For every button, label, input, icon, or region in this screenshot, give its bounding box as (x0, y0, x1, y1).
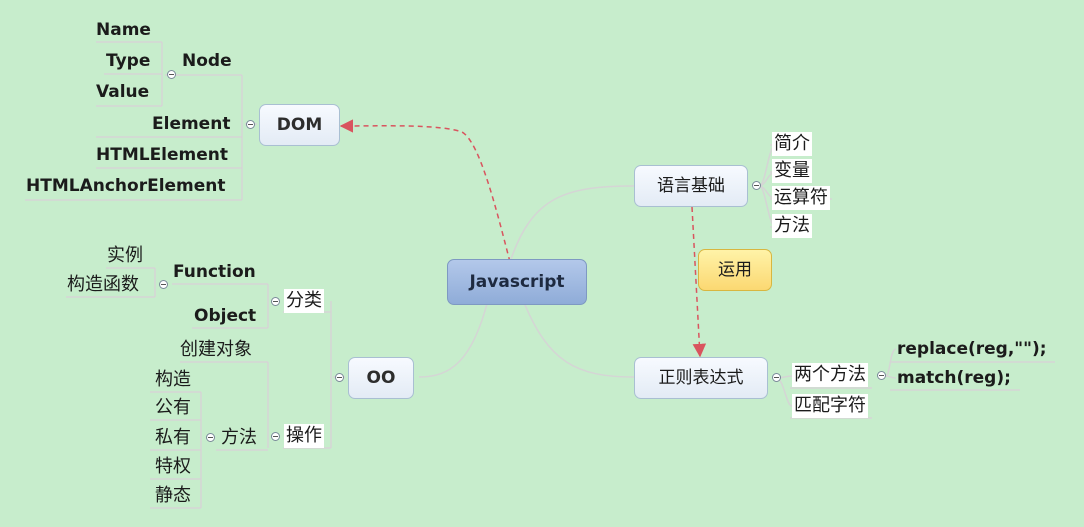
underline-dom (25, 74, 242, 201)
link-dom-spine (241, 75, 257, 200)
topic-oo[interactable]: OO (348, 357, 414, 399)
topic-match-chars[interactable]: 匹配字符 (792, 394, 868, 418)
topic-operator[interactable]: 运算符 (772, 186, 830, 210)
link-regex-match (775, 377, 793, 407)
topic-node[interactable]: Node (182, 51, 232, 71)
collapse-classify-icon[interactable] (271, 297, 280, 306)
relation-basics-regex (691, 206, 707, 358)
topic-privileged[interactable]: 特权 (155, 456, 191, 477)
root-topic[interactable]: Javascript (447, 259, 587, 305)
topic-static[interactable]: 静态 (155, 485, 191, 506)
link-root-oo (418, 299, 489, 378)
underline-regex (790, 387, 872, 419)
underline-function (66, 267, 156, 298)
link-root-basics (509, 185, 635, 263)
underline-methods-oo (150, 391, 202, 509)
topic-dom[interactable]: DOM (259, 104, 340, 146)
topic-replace[interactable]: replace(reg,""); (897, 339, 1047, 359)
collapse-basics-icon[interactable] (752, 181, 761, 190)
note-apply[interactable]: 运用 (698, 249, 772, 291)
collapse-operate-icon[interactable] (271, 432, 280, 441)
link-root-regex (522, 299, 635, 378)
link-methods-match (885, 375, 897, 379)
topic-element[interactable]: Element (152, 114, 231, 134)
topic-name[interactable]: Name (96, 20, 151, 40)
underline-methods (890, 361, 1055, 391)
topic-method[interactable]: 方法 (772, 214, 812, 238)
collapse-two-methods-icon[interactable] (877, 371, 886, 380)
underline-node (96, 41, 163, 107)
collapse-oo-icon[interactable] (335, 373, 344, 382)
underline-operate (180, 361, 269, 451)
topic-operate[interactable]: 操作 (284, 424, 324, 448)
topic-classify[interactable]: 分类 (284, 289, 324, 313)
collapse-node-icon[interactable] (167, 70, 176, 79)
topic-instance[interactable]: 实例 (107, 245, 143, 266)
underline-classify (172, 283, 269, 329)
topic-language-basics[interactable]: 语言基础 (634, 165, 748, 207)
relation-root-dom (339, 119, 511, 263)
topic-intro[interactable]: 简介 (772, 132, 812, 156)
collapse-regex-icon[interactable] (772, 373, 781, 382)
topic-object[interactable]: Object (194, 306, 257, 326)
topic-methods-oo[interactable]: 方法 (221, 427, 257, 448)
collapse-function-icon[interactable] (159, 280, 168, 289)
collapse-methods-oo-icon[interactable] (206, 433, 215, 442)
topic-private[interactable]: 私有 (155, 427, 191, 448)
topic-construct[interactable]: 构造 (155, 369, 191, 390)
topic-function[interactable]: Function (173, 262, 256, 282)
topic-create-object[interactable]: 创建对象 (180, 339, 252, 360)
topic-value[interactable]: Value (96, 82, 150, 102)
topic-htmlanchorelement[interactable]: HTMLAnchorElement (26, 176, 226, 196)
topic-constructor-function[interactable]: 构造函数 (67, 274, 139, 295)
topic-match[interactable]: match(reg); (897, 368, 1011, 388)
topic-htmlelement[interactable]: HTMLElement (96, 145, 229, 165)
collapse-dom-icon[interactable] (246, 120, 255, 129)
topic-variable[interactable]: 变量 (772, 159, 812, 183)
topic-regex[interactable]: 正则表达式 (634, 357, 768, 399)
topic-public[interactable]: 公有 (155, 397, 191, 418)
topic-type[interactable]: Type (106, 51, 151, 71)
topic-two-methods[interactable]: 两个方法 (792, 363, 868, 387)
